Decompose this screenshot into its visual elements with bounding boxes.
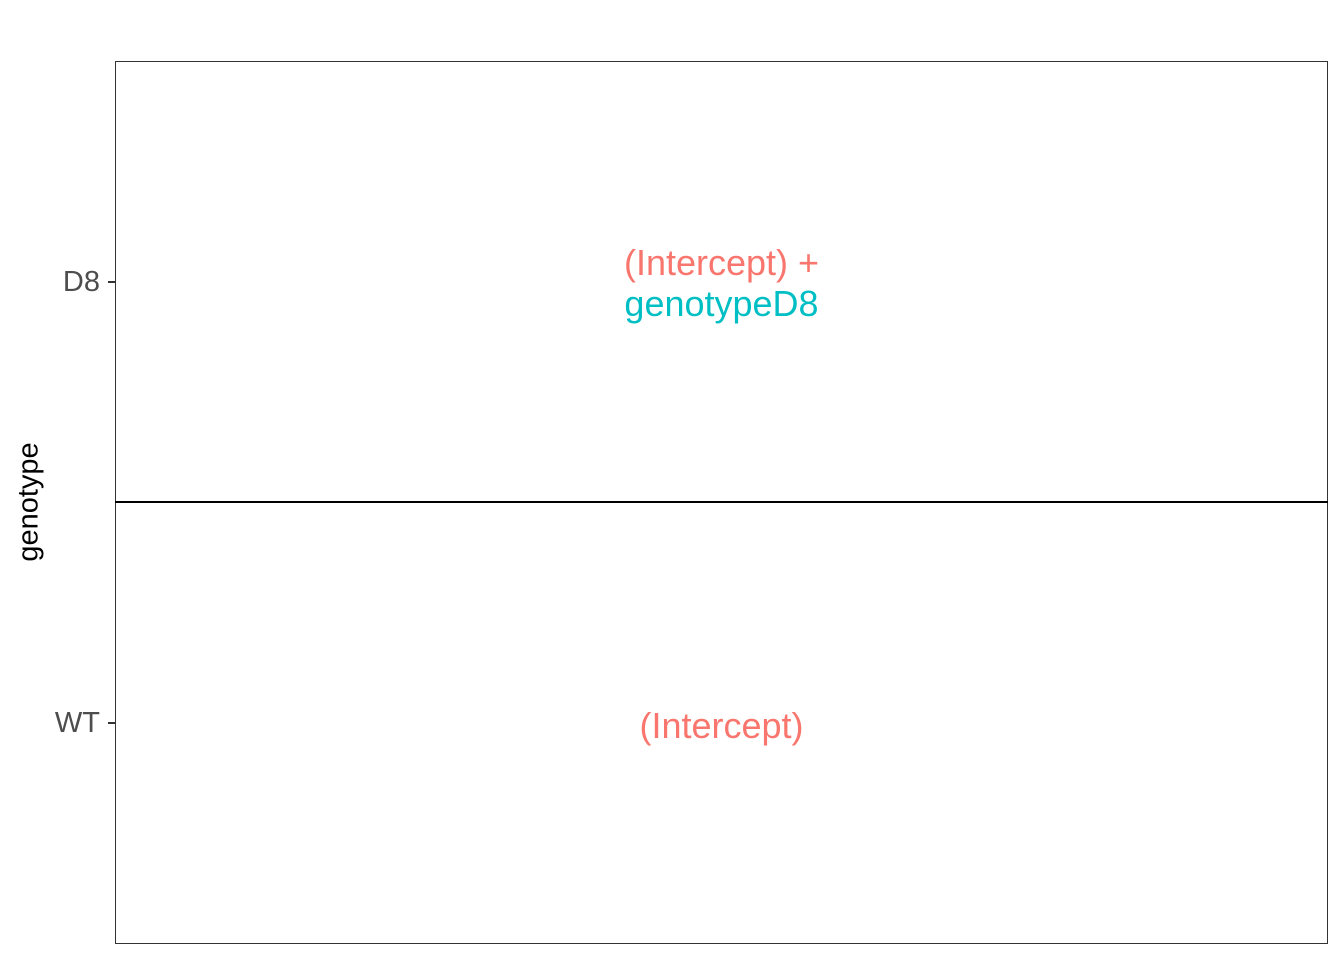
cell-d8: (Intercept) + genotypeD8 [115,242,1328,324]
y-axis-label: genotype [12,442,45,562]
y-tick-wt [108,722,115,724]
y-tick-label-d8: D8 [62,266,100,298]
cell-d8-line-1: (Intercept) + [623,242,820,283]
cell-wt: (Intercept) [115,705,1328,746]
category-divider-line [115,501,1328,503]
y-tick-d8 [108,281,115,283]
cell-d8-line-2: genotypeD8 [624,283,819,324]
cell-wt-line-1: (Intercept) [639,705,804,746]
y-tick-label-wt: WT [54,707,100,739]
